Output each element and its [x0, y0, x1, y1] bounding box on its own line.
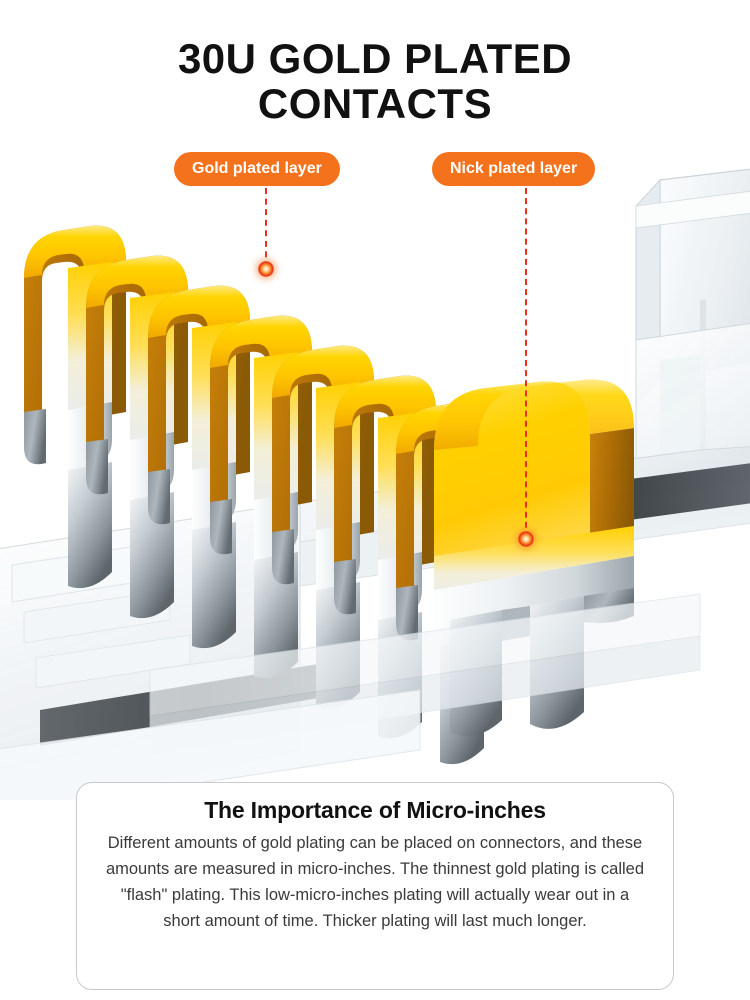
- info-card-heading: The Importance of Micro-inches: [204, 797, 546, 823]
- callout-gold-plated-layer[interactable]: Gold plated layer: [174, 152, 340, 186]
- callout-label: Nick plated layer: [450, 160, 578, 177]
- title-line-1: 30U GOLD PLATED: [177, 35, 573, 82]
- info-card-body: Different amounts of gold plating can be…: [105, 834, 645, 931]
- housing-bottom-rail: [0, 689, 421, 800]
- leader-line-gold: [265, 188, 267, 268]
- title-line-2: CONTACTS: [257, 80, 493, 128]
- target-dot-icon: [258, 261, 274, 277]
- info-card: The Importance of Micro-inches Different…: [76, 782, 674, 990]
- page-title: 30U GOLD PLATED CONTACTS: [0, 36, 750, 127]
- product-illustration: [0, 150, 750, 800]
- leader-line-nick: [525, 188, 527, 538]
- target-dot-icon: [518, 531, 534, 547]
- callout-nick-plated-layer[interactable]: Nick plated layer: [432, 152, 596, 186]
- callout-label: Gold plated layer: [192, 160, 322, 177]
